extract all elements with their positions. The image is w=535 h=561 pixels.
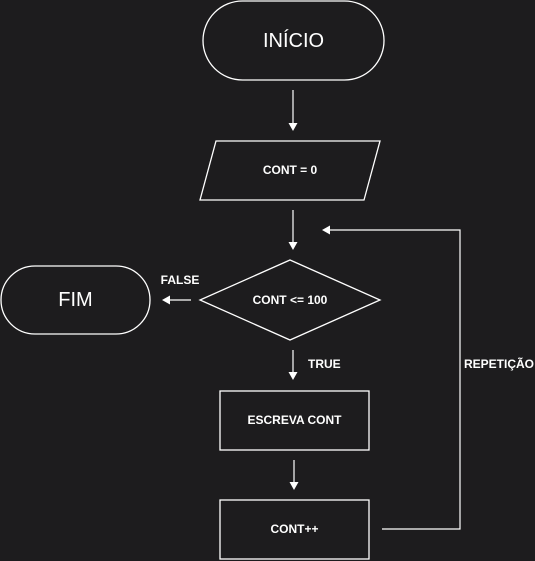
node-increment[interactable]: CONT++	[219, 499, 370, 560]
edge-loop-back: REPETIÇÃO	[322, 225, 534, 530]
edge-line	[330, 229, 461, 530]
node-escreva-label: ESCREVA CONT	[247, 413, 342, 427]
node-escreva-shape	[219, 390, 370, 451]
arrowhead-down-icon	[288, 242, 298, 250]
node-decision-label: CONT <= 100	[253, 293, 328, 307]
node-inicio-label: INÍCIO	[263, 29, 324, 52]
edge-decision-to-fim: FALSE	[161, 273, 200, 305]
node-assign-label: CONT = 0	[263, 163, 318, 177]
node-fim[interactable]: FIM	[0, 265, 151, 335]
node-inicio-shape	[202, 0, 385, 81]
edge-escreva-to-increment	[289, 460, 299, 490]
arrowhead-left-icon	[162, 295, 170, 305]
edge-inicio-to-assign	[288, 90, 298, 131]
node-decision[interactable]: CONT <= 100	[198, 259, 382, 341]
node-inicio[interactable]: INÍCIO	[202, 0, 385, 81]
edge-decision-to-escreva: TRUE	[288, 350, 341, 380]
edge-assign-to-decision	[288, 210, 298, 250]
node-decision-shape	[198, 259, 382, 341]
node-escreva[interactable]: ESCREVA CONT	[219, 390, 370, 451]
arrowhead-down-icon	[288, 123, 298, 131]
edge-label-true: TRUE	[308, 357, 341, 371]
node-fim-label: FIM	[58, 289, 92, 311]
node-increment-shape	[219, 499, 370, 560]
arrowhead-down-icon	[289, 482, 299, 490]
edge-label-false: FALSE	[161, 273, 200, 287]
edge-label-loop: REPETIÇÃO	[464, 356, 534, 371]
node-assign[interactable]: CONT = 0	[199, 140, 381, 201]
arrowhead-left-icon	[322, 225, 330, 235]
node-fim-shape	[0, 265, 151, 335]
node-increment-label: CONT++	[270, 522, 318, 536]
node-assign-shape	[199, 140, 381, 201]
arrowhead-down-icon	[288, 372, 298, 380]
